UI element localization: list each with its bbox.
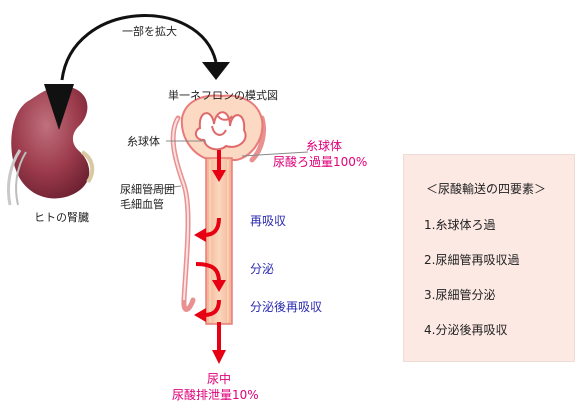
panel-item-3: 3.尿細管分泌 [424,288,496,302]
panel-title: ＜尿酸輸送の四要素＞ [426,182,547,196]
enlarge-label: 一部を拡大 [122,25,177,38]
panel-item-4: 4.分泌後再吸収 [424,323,508,337]
kidney-illustration [6,86,95,206]
filtration-value: 尿酸ろ過量100% [273,155,368,169]
panel-item-1: 1.糸球体ろ過 [424,218,496,232]
urine-title: 尿中 [207,372,232,386]
capillary-label-line2: 毛細血管 [120,198,164,211]
glomerulus-label: 糸球体 [127,135,160,148]
secretion-label: 分泌 [250,262,275,276]
glomerulus-tuft [194,111,247,151]
nephron-title: 単一ネフロンの模式図 [168,89,278,102]
enlarge-arc-arrow [60,14,218,81]
capillary-label-line1: 尿細管周囲 [120,183,175,196]
enlarge-arrowhead [202,62,230,80]
flow-arrows [194,150,226,364]
urine-value: 尿酸排泄量10% [172,388,259,402]
capillary-leader [149,185,182,191]
filtration-leader [241,151,309,157]
kidney-pointer-arrowhead [44,84,74,130]
kidney-label: ヒトの腎臓 [34,211,89,224]
panel-item-2: 2.尿細管再吸収過 [424,253,520,267]
reabsorption-label: 再吸収 [250,214,287,228]
filtration-title: 糸球体 [306,139,343,153]
uric-acid-transport-panel: ＜尿酸輸送の四要素＞ 1.糸球体ろ過 2.尿細管再吸収過 3.尿細管分泌 4.分… [403,154,575,362]
post-secretory-label: 分泌後再吸収 [250,300,323,314]
